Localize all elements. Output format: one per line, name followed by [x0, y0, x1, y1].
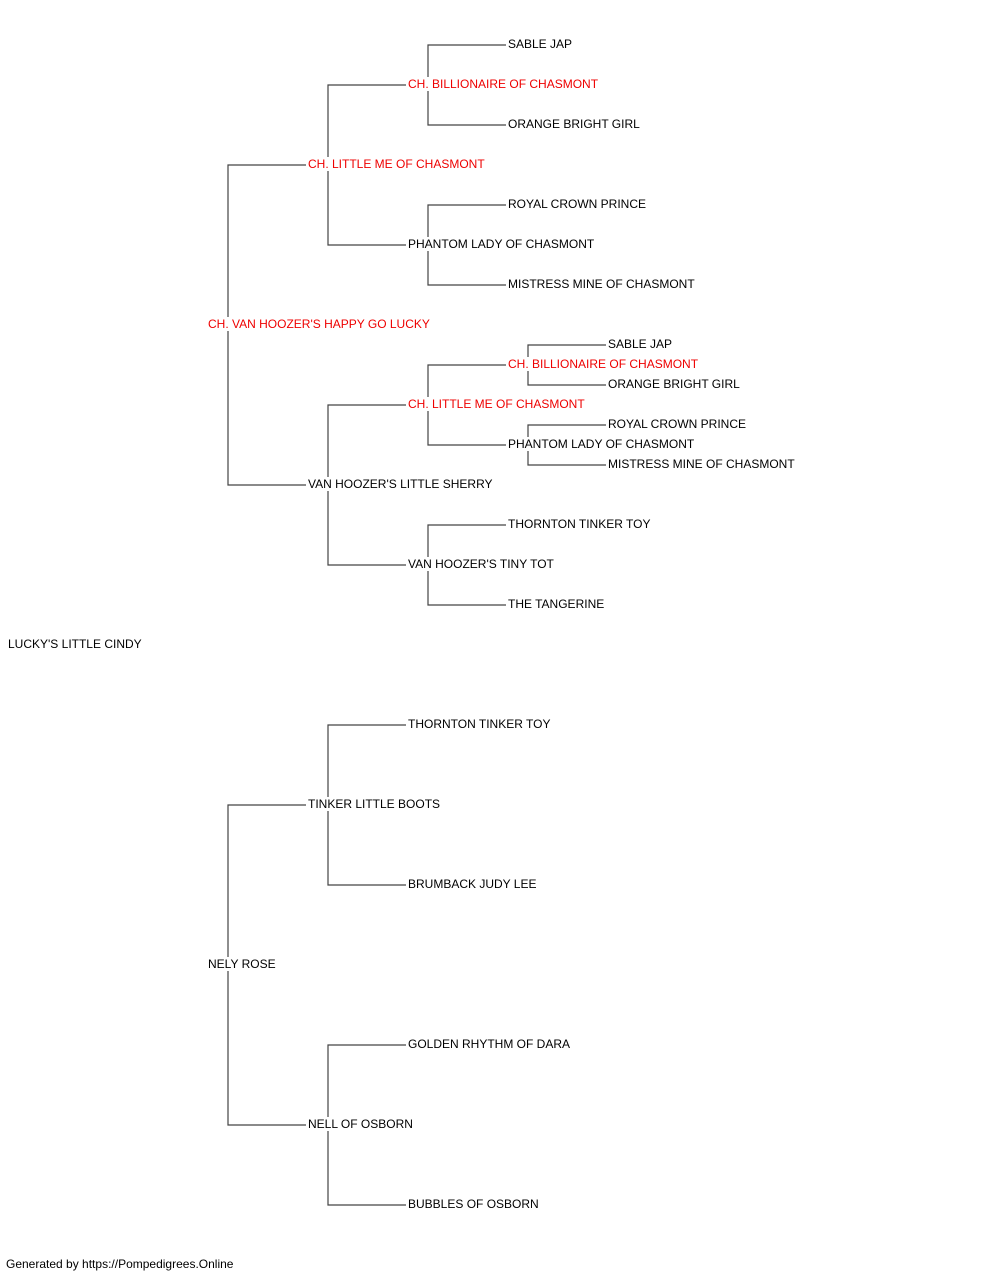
ancestor-name: THORNTON TINKER TOY: [506, 517, 653, 531]
connector-line: [327, 1044, 406, 1124]
connector-line: [227, 964, 306, 1126]
connector-line: [427, 404, 506, 446]
connector-line: [327, 164, 406, 246]
connector-line: [427, 564, 506, 606]
ancestor-name: MISTRESS MINE OF CHASMONT: [606, 457, 797, 471]
connector-line: [427, 244, 506, 286]
ancestor-name: NELL OF OSBORN: [306, 1117, 415, 1131]
subject-name: LUCKY'S LITTLE CINDY: [6, 637, 144, 651]
ancestor-name: ROYAL CROWN PRINCE: [506, 197, 649, 211]
connector-line: [227, 804, 306, 964]
connector-line: [527, 364, 606, 386]
connector-line: [527, 444, 606, 466]
ancestor-name: ROYAL CROWN PRINCE: [606, 417, 749, 431]
ancestor-name: PHANTOM LADY OF CHASMONT: [406, 237, 597, 251]
ancestor-name: BRUMBACK JUDY LEE: [406, 877, 539, 891]
connector-line: [427, 84, 506, 126]
connector-line: [327, 724, 406, 804]
ancestor-name: VAN HOOZER'S LITTLE SHERRY: [306, 477, 495, 491]
ancestor-name: CH. BILLIONAIRE OF CHASMONT: [506, 357, 701, 371]
ancestor-name: TINKER LITTLE BOOTS: [306, 797, 443, 811]
ancestor-name: SABLE JAP: [606, 337, 675, 351]
connector-line: [327, 804, 406, 886]
ancestor-name: CH. LITTLE ME OF CHASMONT: [406, 397, 587, 411]
ancestor-name: MISTRESS MINE OF CHASMONT: [506, 277, 697, 291]
ancestor-name: NELY ROSE: [206, 957, 278, 971]
ancestor-name: VAN HOOZER'S TINY TOT: [406, 557, 556, 571]
connector-line: [427, 204, 506, 244]
ancestor-name: CH. BILLIONAIRE OF CHASMONT: [406, 77, 601, 91]
ancestor-name: CH. VAN HOOZER'S HAPPY GO LUCKY: [206, 317, 432, 331]
ancestor-name: THE TANGERINE: [506, 597, 607, 611]
connector-line: [327, 84, 406, 164]
ancestor-name: CH. LITTLE ME OF CHASMONT: [306, 157, 487, 171]
connector-line: [227, 164, 306, 324]
connector-line: [327, 484, 406, 566]
connector-line: [427, 44, 506, 84]
ancestor-name: SABLE JAP: [506, 37, 575, 51]
ancestor-name: ORANGE BRIGHT GIRL: [506, 117, 642, 131]
connector-line: [327, 404, 406, 484]
connector-line: [427, 364, 506, 404]
connector-line: [227, 324, 306, 486]
ancestor-name: BUBBLES OF OSBORN: [406, 1197, 541, 1211]
footer-credit: Generated by https://Pompedigrees.Online: [6, 1257, 234, 1271]
ancestor-name: ORANGE BRIGHT GIRL: [606, 377, 742, 391]
ancestor-name: PHANTOM LADY OF CHASMONT: [506, 437, 697, 451]
connector-line: [427, 524, 506, 564]
connector-line: [327, 1124, 406, 1206]
ancestor-name: THORNTON TINKER TOY: [406, 717, 553, 731]
ancestor-name: GOLDEN RHYTHM OF DARA: [406, 1037, 573, 1051]
